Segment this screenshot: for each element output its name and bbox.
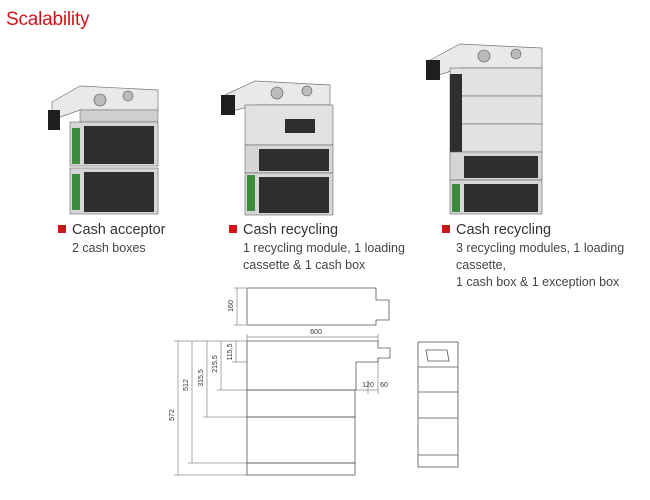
top-view-outline: [246, 287, 390, 326]
config-description-line: 2 cash boxes: [72, 241, 146, 255]
front-view-module-2: [246, 389, 356, 418]
dim-label-top-height: 160: [228, 300, 235, 312]
config-caption-cash-recycling-1: Cash recycling 1 recycling module, 1 loa…: [229, 221, 405, 274]
dim-label-offset-60: 60: [380, 382, 388, 389]
config-heading: Cash acceptor: [72, 222, 166, 238]
config-description-line: 1 cash box & 1 exception box: [456, 275, 620, 289]
config-heading: Cash recycling: [243, 222, 339, 238]
bullet-square-icon: [229, 225, 237, 233]
config-caption-cash-acceptor: Cash acceptor 2 cash boxes: [58, 221, 166, 257]
page-title: Scalability: [6, 9, 90, 30]
config-description-line: cassette & 1 cash box: [243, 258, 366, 272]
cash-recycling-three-modules-image: [426, 43, 543, 215]
front-view-module-3: [246, 416, 356, 464]
cash-acceptor-image: [48, 85, 159, 215]
config-caption-cash-recycling-3: Cash recycling 3 recycling modules, 1 lo…: [442, 221, 650, 291]
front-view-module-4: [246, 462, 356, 476]
dim-label-height-3: 315,5: [198, 369, 205, 387]
config-description-line: 1 recycling module, 1 loading: [243, 241, 405, 255]
bullet-square-icon: [58, 225, 66, 233]
dim-label-height-total: 572: [169, 409, 176, 421]
dim-label-height-2: 512: [183, 379, 190, 391]
dim-label-height-5: 115,5: [227, 343, 234, 360]
cash-recycling-single-module-image: [221, 80, 334, 216]
dim-label-width: 600: [310, 329, 322, 336]
dim-label-offset-120: 120: [362, 382, 374, 389]
dim-label-height-4: 215,5: [212, 355, 219, 373]
config-heading: Cash recycling: [456, 222, 552, 238]
bullet-square-icon: [442, 225, 450, 233]
config-description-line: 3 recycling modules, 1 loading cassette,: [456, 241, 625, 272]
side-view-outline: [417, 341, 459, 468]
